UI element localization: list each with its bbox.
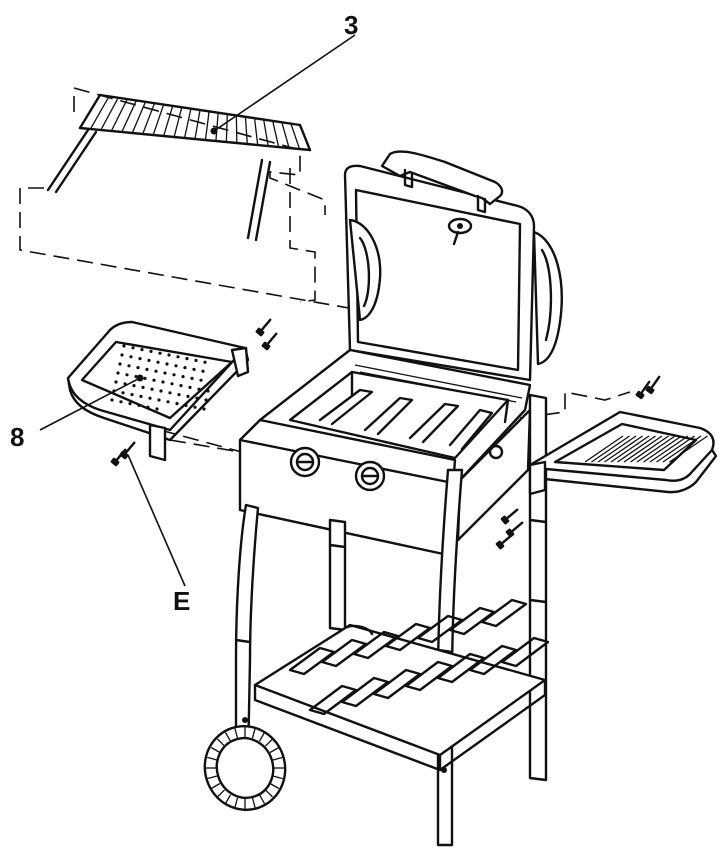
perforation: [186, 395, 189, 398]
perforation: [166, 400, 169, 403]
perforation: [140, 348, 143, 351]
perforation: [139, 395, 142, 398]
screw: [495, 532, 515, 550]
perforation: [119, 400, 122, 403]
perforation: [190, 377, 193, 380]
perforation: [206, 389, 209, 392]
perforation: [149, 350, 152, 353]
perforation: [136, 366, 139, 369]
perforation: [194, 359, 197, 362]
shelf-slot: [482, 600, 526, 626]
perforation: [172, 373, 175, 376]
grill-body: [240, 350, 530, 560]
screw: [261, 331, 279, 351]
perforation: [184, 404, 187, 407]
perforation: [152, 379, 155, 382]
perforation: [131, 346, 134, 349]
perforation: [145, 368, 148, 371]
callout-label-screw: E: [173, 586, 190, 616]
perforation: [147, 359, 150, 362]
perforation: [116, 371, 119, 374]
perforation: [185, 357, 188, 360]
perforation: [203, 361, 206, 364]
perforation: [125, 373, 128, 376]
perforation: [118, 362, 121, 365]
perforation: [154, 370, 157, 373]
perforation: [157, 398, 160, 401]
perforation: [137, 404, 140, 407]
perforation: [202, 407, 205, 410]
shelf-slot: [450, 608, 494, 634]
left-side-table: [68, 322, 248, 460]
perforation: [199, 379, 202, 382]
perforation: [156, 361, 159, 364]
perforation: [174, 364, 177, 367]
perforation: [110, 398, 113, 401]
perforation: [192, 368, 195, 371]
perforation: [165, 362, 168, 365]
perforation: [128, 402, 131, 405]
right-side-table: [530, 412, 716, 494]
perforation: [121, 391, 124, 394]
perforation: [161, 380, 164, 383]
perforation: [193, 406, 196, 409]
perforation: [170, 382, 173, 385]
perforation: [141, 386, 144, 389]
perforation: [175, 402, 178, 405]
perforation: [159, 389, 162, 392]
perforation: [163, 371, 166, 374]
perforation: [167, 353, 170, 356]
screw: [500, 507, 520, 525]
perforation: [188, 386, 191, 389]
perforation: [177, 393, 180, 396]
perforation: [150, 388, 153, 391]
callout-label-grate: 3: [344, 10, 358, 40]
callout-e: E: [128, 455, 190, 616]
perforation: [130, 393, 133, 396]
screw: [255, 317, 273, 337]
perforation: [120, 353, 123, 356]
perforation: [197, 388, 200, 391]
perforation: [122, 344, 125, 347]
perforation: [179, 384, 182, 387]
cooking-grate: [48, 95, 310, 240]
perforation: [155, 407, 158, 410]
perforation: [176, 355, 179, 358]
perforation: [146, 406, 149, 409]
grill-lid: [345, 152, 562, 380]
perforation: [168, 391, 171, 394]
perforation: [183, 366, 186, 369]
callout-3: 3: [214, 10, 358, 131]
perforation: [138, 357, 141, 360]
perforation: [129, 355, 132, 358]
perforation: [132, 384, 135, 387]
perforation: [114, 380, 117, 383]
perforation: [195, 397, 198, 400]
perforation: [204, 398, 207, 401]
perforation: [127, 364, 130, 367]
perforation: [148, 397, 151, 400]
perforation: [181, 375, 184, 378]
callout-label-side-table: 8: [10, 422, 24, 452]
perforation: [158, 352, 161, 355]
perforation: [143, 377, 146, 380]
perforation: [201, 370, 204, 373]
